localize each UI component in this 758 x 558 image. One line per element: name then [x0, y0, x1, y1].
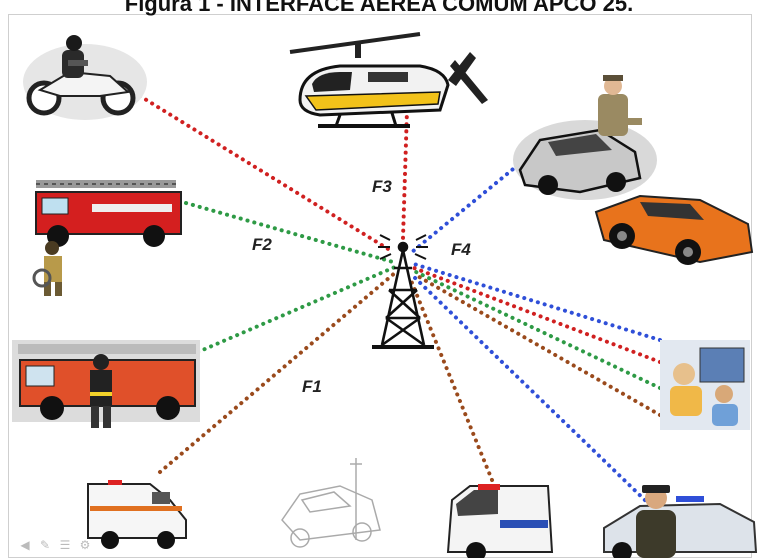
- link-fire-truck-top: [184, 201, 395, 264]
- police-car-icon: [513, 120, 657, 200]
- link-dispatch-blue: [412, 262, 662, 342]
- police-officer-icon: [598, 75, 642, 136]
- viewer-toolbar: ◀ ✎ ☰ ⚙: [18, 538, 92, 552]
- links: [138, 94, 662, 507]
- link-police-car: [410, 163, 520, 254]
- label-f1: F1: [302, 377, 322, 396]
- link-dispatch-red: [412, 266, 662, 364]
- police-officer-icon: [636, 485, 676, 558]
- police-motorcycle-icon: [23, 35, 147, 120]
- radio-tower-icon: [372, 234, 434, 349]
- sports-car-icon: [594, 194, 754, 265]
- fire-truck-icon: [35, 180, 182, 247]
- link-motorcycle: [138, 94, 395, 254]
- firefighter-icon: [90, 354, 112, 428]
- link-dispatch-green: [412, 269, 662, 390]
- ambulance-icon: [87, 480, 187, 549]
- link-helicopter: [401, 108, 409, 240]
- police-car-icon: [603, 496, 758, 558]
- firefighter-icon: [32, 241, 62, 296]
- link-ambulance-right: [408, 276, 494, 482]
- menu-icon[interactable]: ☰: [59, 538, 71, 552]
- ambulance-icon: [446, 484, 554, 558]
- label-f3: F3: [372, 177, 392, 196]
- link-fire-truck-bottom: [196, 265, 397, 354]
- wrecked-car-icon: [281, 458, 381, 548]
- helicopter-icon: [289, 32, 488, 128]
- link-ambulance-left: [158, 270, 398, 474]
- label-f4: F4: [451, 240, 471, 259]
- dispatcher-icon: [660, 340, 750, 430]
- pen-icon[interactable]: ✎: [39, 538, 51, 552]
- link-dispatch-brown: [412, 272, 662, 417]
- label-f2: F2: [252, 235, 272, 254]
- figure-title: Figura 1 - INTERFACE AÉREA COMUM APCO 25…: [124, 0, 634, 16]
- back-icon[interactable]: ◀: [20, 538, 30, 552]
- link-officer: [411, 274, 652, 507]
- settings-icon[interactable]: ⚙: [79, 538, 91, 552]
